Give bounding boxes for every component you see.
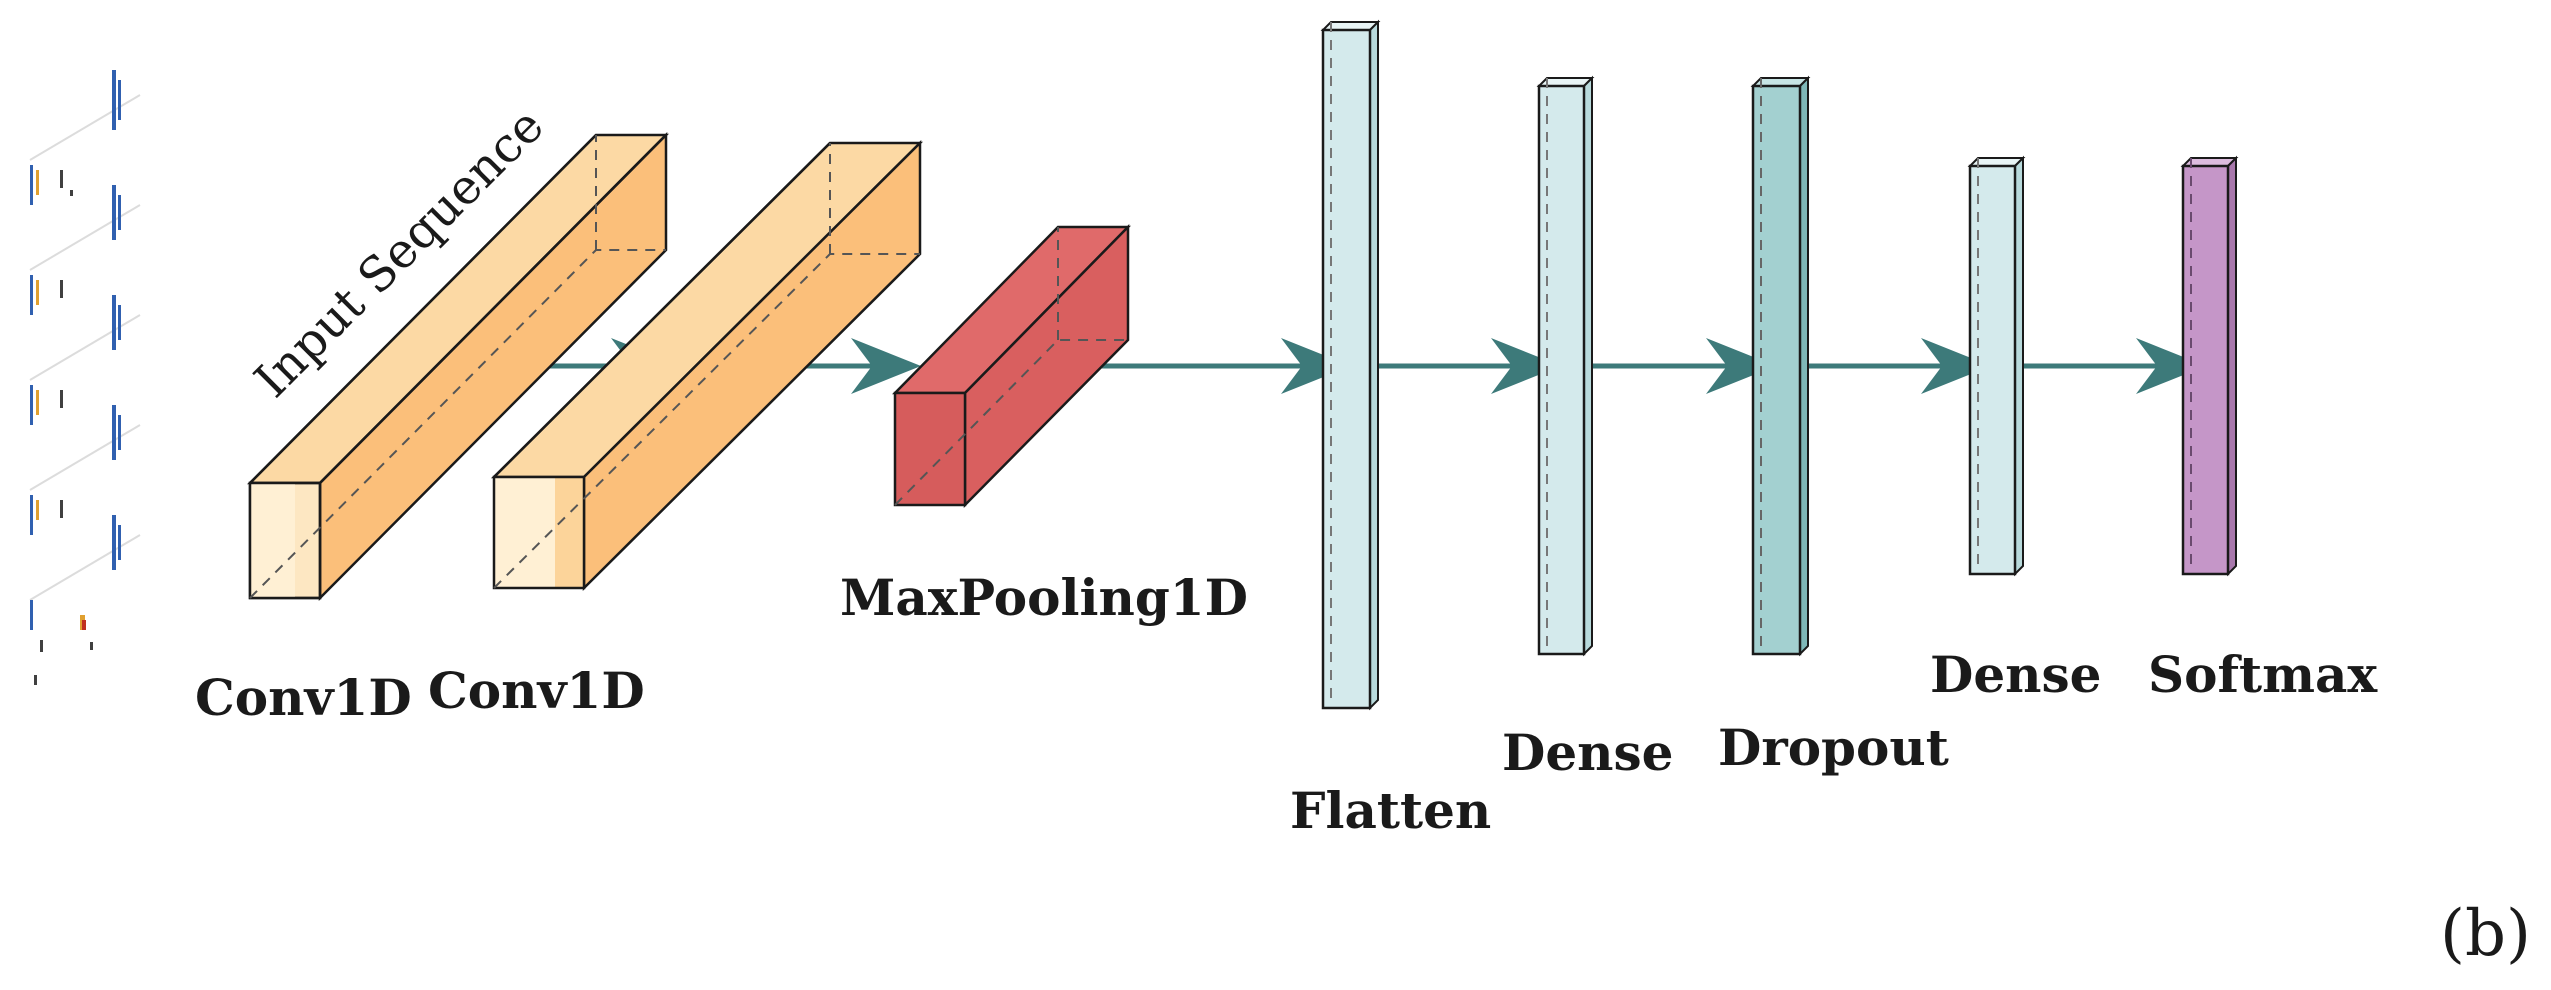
dense-1-label: Dense [1502,723,1673,782]
flatten-label: Flatten [1290,781,1491,840]
layer-flatten [1320,19,1381,711]
conv1d-2-label: Conv1D [428,661,645,720]
dropout-label: Dropout [1718,718,1949,777]
layer-dense-2 [1967,155,2026,577]
layer-conv1d-1 [246,131,670,602]
panel-label: (b) [2440,897,2531,971]
layer-conv1d-2 [490,139,924,592]
layer-maxpooling1d [892,223,1131,509]
dense-2-label: Dense [1930,645,2101,704]
conv1d-1-label: Conv1D [195,668,412,727]
maxpooling1d-label: MaxPooling1D [840,568,1248,627]
softmax-label: Softmax [2148,645,2378,704]
layer-dense-1 [1536,75,1595,657]
layer-softmax [2180,155,2239,577]
input-sequence-thumbnails [29,70,141,685]
layer-dropout [1750,75,1811,657]
